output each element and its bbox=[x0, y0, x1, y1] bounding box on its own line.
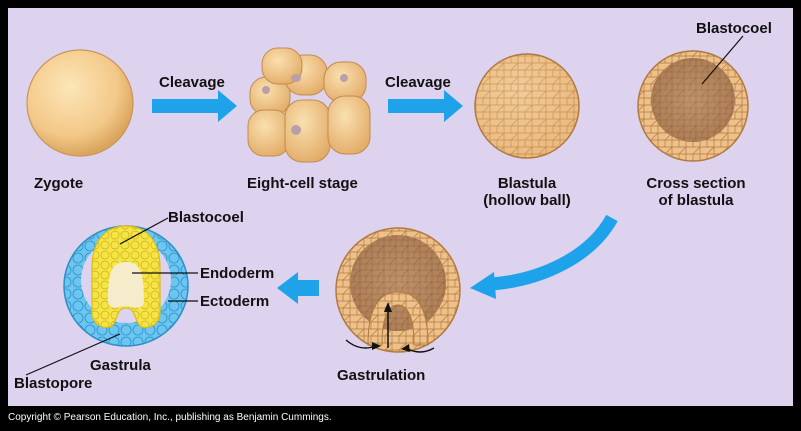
of-blastula-label: of blastula bbox=[658, 192, 734, 209]
blastopore-label: Blastopore bbox=[14, 375, 93, 392]
hollow-ball-label: (hollow ball) bbox=[483, 192, 571, 209]
gastrula-embryo bbox=[63, 225, 189, 347]
gastrulation-label: Gastrulation bbox=[337, 367, 426, 384]
cleavage-label-2: Cleavage bbox=[385, 74, 451, 91]
curved-arrow bbox=[470, 214, 618, 299]
gastrulation-arrows bbox=[345, 302, 435, 353]
blastula-label: Blastula bbox=[497, 175, 557, 192]
cleavage-label-1: Cleavage bbox=[159, 74, 225, 91]
blastula-cross-section bbox=[637, 50, 749, 162]
gastrula-arrow bbox=[277, 272, 319, 304]
cross-section-label: Cross section bbox=[646, 175, 746, 192]
gastrula-label: Gastrula bbox=[90, 357, 151, 374]
copyright-notice: Copyright © Pearson Education, Inc., pub… bbox=[8, 412, 332, 423]
eight-cell-label: Eight-cell stage bbox=[247, 175, 358, 192]
ectoderm-label: Ectoderm bbox=[200, 293, 270, 310]
zygote-label: Zygote bbox=[34, 175, 84, 192]
blastocoel-top-pointer bbox=[701, 35, 744, 85]
cleavage-arrow-2 bbox=[388, 90, 463, 122]
blastocoel-gastrula-label: Blastocoel bbox=[168, 209, 244, 226]
blastula-embryo bbox=[474, 53, 580, 159]
gastrula-pointers bbox=[25, 217, 198, 376]
blastocoel-top-label: Blastocoel bbox=[696, 20, 772, 37]
endoderm-label: Endoderm bbox=[200, 265, 275, 282]
zygote-cell bbox=[26, 49, 134, 157]
eight-cell-embryo bbox=[247, 47, 371, 163]
gastrulation-embryo bbox=[335, 227, 461, 353]
cleavage-arrow-1 bbox=[152, 90, 237, 122]
